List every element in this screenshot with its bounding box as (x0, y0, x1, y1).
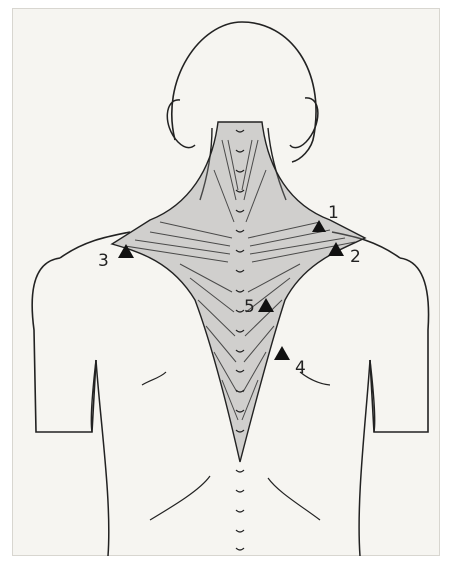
label-2: 2 (350, 247, 361, 267)
label-4: 4 (295, 358, 306, 378)
lower-torso-right (359, 360, 370, 556)
left-scapula-line (142, 372, 166, 385)
label-3: 3 (98, 251, 109, 271)
lower-back-right-contour (268, 478, 320, 520)
label-5: 5 (244, 297, 255, 317)
lower-back-left-contour (150, 476, 210, 520)
marker-4-triangle (274, 346, 290, 360)
lower-torso-left (96, 360, 109, 556)
label-1: 1 (328, 203, 339, 223)
